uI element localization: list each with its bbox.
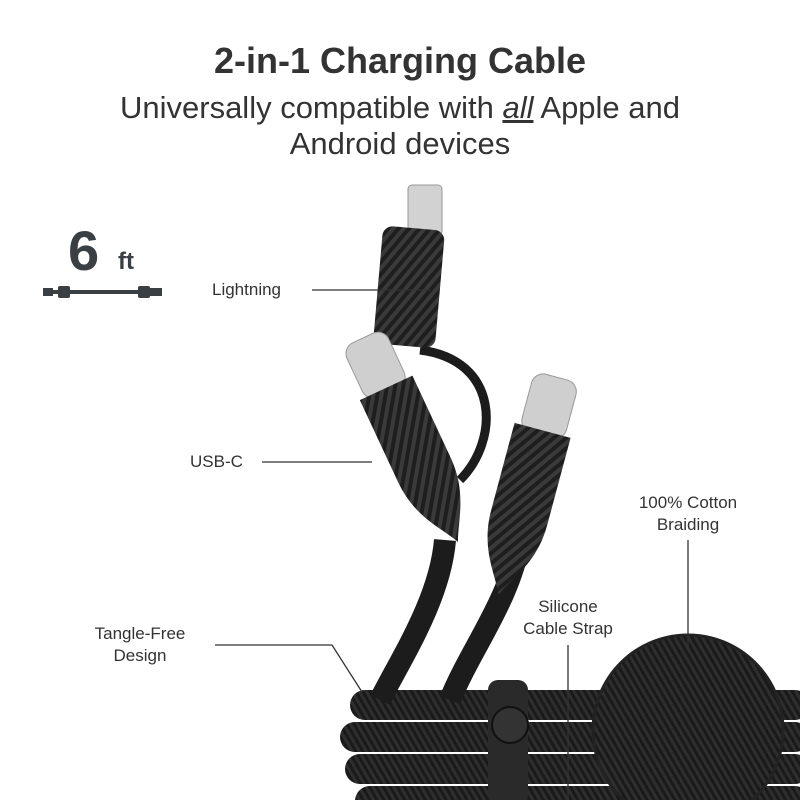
length-badge: 6 ft [40, 219, 170, 302]
callout-cotton-braiding: 100% Cotton Braiding [608, 492, 768, 536]
callout-lines [215, 289, 689, 800]
length-unit: ft [118, 248, 134, 275]
cable-icon [43, 286, 162, 298]
callout-usbc: USB-C [190, 452, 243, 471]
usbc-connector-right [487, 373, 577, 595]
subtitle-text: Apple and [533, 90, 681, 125]
subtitle: Universally compatible with all Apple an… [0, 90, 800, 162]
callout-text: Cable Strap [523, 619, 613, 638]
lightning-connector [373, 184, 445, 348]
length-number: 6 [68, 219, 100, 282]
callout-text: Design [113, 646, 167, 665]
subtitle-emphasis: all [502, 90, 534, 125]
callout-text: 100% Cotton [638, 493, 738, 512]
braiding-magnifier [591, 633, 785, 800]
subtitle-text: Universally compatible with [119, 90, 503, 125]
callout-tangle-free: Tangle-Free Design [80, 623, 200, 667]
callout-text: Tangle-Free [94, 624, 186, 643]
usbc-connector-left [345, 331, 461, 542]
page-title: 2-in-1 Charging Cable [213, 40, 587, 81]
callout-silicone-strap: Silicone Cable Strap [498, 596, 638, 640]
callout-text: Silicone [538, 597, 598, 616]
subtitle-text: Android devices [289, 126, 511, 161]
callout-lightning: Lightning [212, 280, 282, 299]
callout-text: Braiding [656, 515, 720, 534]
